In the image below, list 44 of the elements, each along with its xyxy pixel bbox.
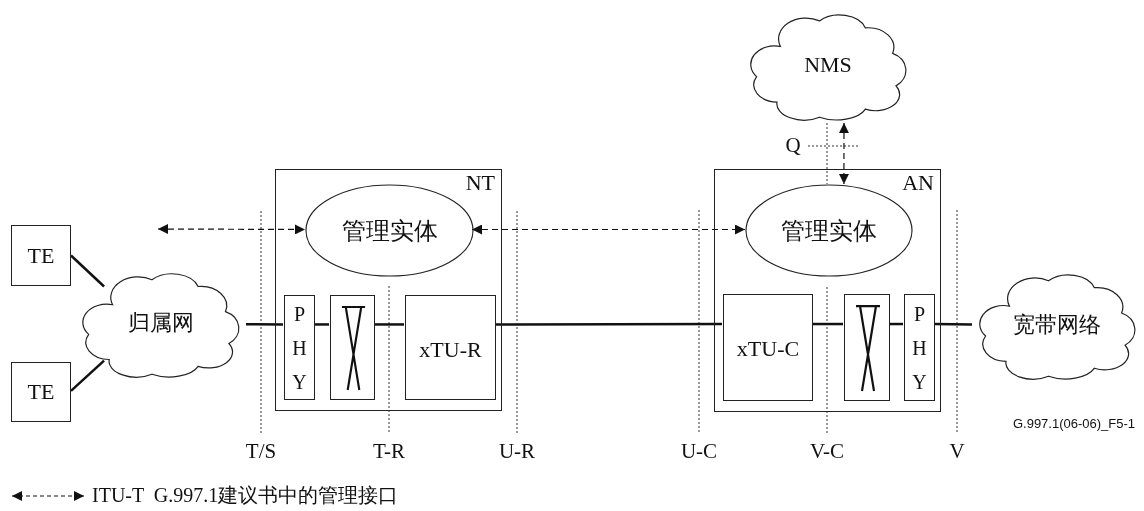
node-label: 归属网 [127, 309, 194, 337]
reference-point-label: U-C [680, 438, 718, 466]
node-label: PHY [911, 301, 928, 395]
reference-point-label: T-R [373, 438, 405, 466]
node-label: TE [27, 241, 55, 270]
equipment-label: AN [902, 172, 934, 194]
phy-box [904, 294, 935, 401]
terminal-box [723, 294, 813, 401]
connection-line [314, 323, 329, 326]
equipment-frame [275, 169, 502, 411]
dashed-arrow [471, 224, 746, 235]
connection-line [374, 323, 404, 326]
connection-line [70, 254, 105, 288]
reference-point-label: V-C [809, 438, 845, 466]
node-label: TE [27, 378, 55, 406]
equipment-frame [714, 169, 941, 412]
node-label: 管理实体 [341, 216, 438, 246]
dashed-arrow [157, 224, 306, 235]
node-label: PHY [291, 301, 308, 395]
dashed-arrow [838, 122, 849, 185]
switch-box [330, 295, 375, 400]
reference-point-label: U-R [498, 438, 536, 466]
connection-line [70, 359, 105, 392]
terminal-box [11, 225, 71, 286]
reference-point-label: V [949, 438, 965, 466]
connection-line [889, 322, 903, 326]
reference-point-label: T/S [245, 438, 277, 466]
figure-id: G.997.1(06-06)_F5-1 [1012, 415, 1136, 434]
reference-point-label: Q [785, 132, 801, 160]
node-label: 宽带网络 [1013, 310, 1101, 339]
terminal-box [11, 362, 71, 422]
node-label: NMS [804, 51, 852, 79]
legend-text: ITU-T G.997.1建议书中的管理接口 [92, 483, 399, 508]
node-label: xTU-R [419, 336, 482, 364]
phy-box [284, 295, 315, 400]
connection-line [495, 322, 722, 326]
connection-line [812, 322, 843, 326]
equipment-label: NT [465, 172, 495, 194]
connection-line [246, 322, 283, 326]
connection-line [934, 322, 972, 326]
terminal-box [405, 295, 496, 400]
switch-box [844, 294, 890, 401]
node-label: 管理实体 [781, 216, 877, 246]
node-label: xTU-C [736, 335, 800, 363]
